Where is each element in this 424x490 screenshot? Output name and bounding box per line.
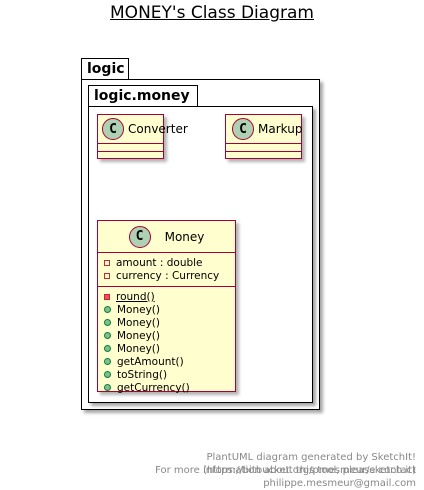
- method-name: Money(): [117, 329, 161, 342]
- public-marker-icon: [104, 306, 111, 313]
- method-name: Money(): [117, 303, 161, 316]
- field-name: currency : Currency: [116, 269, 220, 282]
- footer-line-2: For more information about this tool, pl…: [155, 465, 416, 489]
- field-row: currency : Currency: [98, 269, 235, 282]
- package-tab-logic[interactable]: logic: [81, 58, 129, 80]
- class-methods: round() Money() Money() Money() Money() …: [98, 286, 235, 396]
- class-fields: amount : double currency : Currency: [98, 252, 235, 286]
- private-method-marker-icon: [104, 293, 110, 300]
- class-money[interactable]: C Money amount : double currency : Curre…: [97, 220, 236, 394]
- public-marker-icon: [104, 319, 111, 326]
- private-marker-icon: [104, 272, 110, 279]
- class-markup[interactable]: C Markup: [225, 114, 302, 159]
- public-marker-icon: [104, 332, 111, 339]
- method-name: round(): [116, 290, 155, 303]
- method-name: toString(): [117, 368, 168, 381]
- class-stereotype-icon: C: [102, 118, 124, 140]
- footer-line-1: PlantUML diagram generated by SketchIt! …: [203, 452, 416, 476]
- method-name: Money(): [117, 342, 161, 355]
- field-name: amount : double: [116, 256, 203, 269]
- class-name-converter: Converter: [128, 122, 188, 136]
- package-label-logic-money: logic.money: [94, 88, 190, 104]
- method-name: getAmount(): [117, 355, 184, 368]
- method-row: round(): [98, 290, 235, 303]
- public-marker-icon: [104, 345, 111, 352]
- field-row: amount : double: [98, 256, 235, 269]
- method-row: Money(): [98, 303, 235, 316]
- method-name: getCurrency(): [117, 381, 190, 394]
- public-marker-icon: [104, 371, 111, 378]
- diagram-title: MONEY's Class Diagram: [110, 3, 314, 23]
- class-name-markup: Markup: [258, 122, 303, 136]
- method-row: Money(): [98, 316, 235, 329]
- method-row: Money(): [98, 329, 235, 342]
- class-converter[interactable]: C Converter: [97, 114, 188, 159]
- method-name: Money(): [117, 316, 161, 329]
- class-stereotype-icon: C: [232, 118, 254, 140]
- method-row: getAmount(): [98, 355, 235, 368]
- class-name-money: Money: [164, 229, 205, 244]
- package-label-logic: logic: [87, 61, 125, 77]
- private-marker-icon: [104, 259, 110, 266]
- class-stereotype-icon: C: [128, 225, 151, 248]
- method-row: Money(): [98, 342, 235, 355]
- public-marker-icon: [104, 384, 111, 391]
- method-row: toString(): [98, 368, 235, 381]
- package-tab-logic-money[interactable]: logic.money: [88, 85, 198, 107]
- public-marker-icon: [104, 358, 111, 365]
- method-row: getCurrency(): [98, 381, 235, 394]
